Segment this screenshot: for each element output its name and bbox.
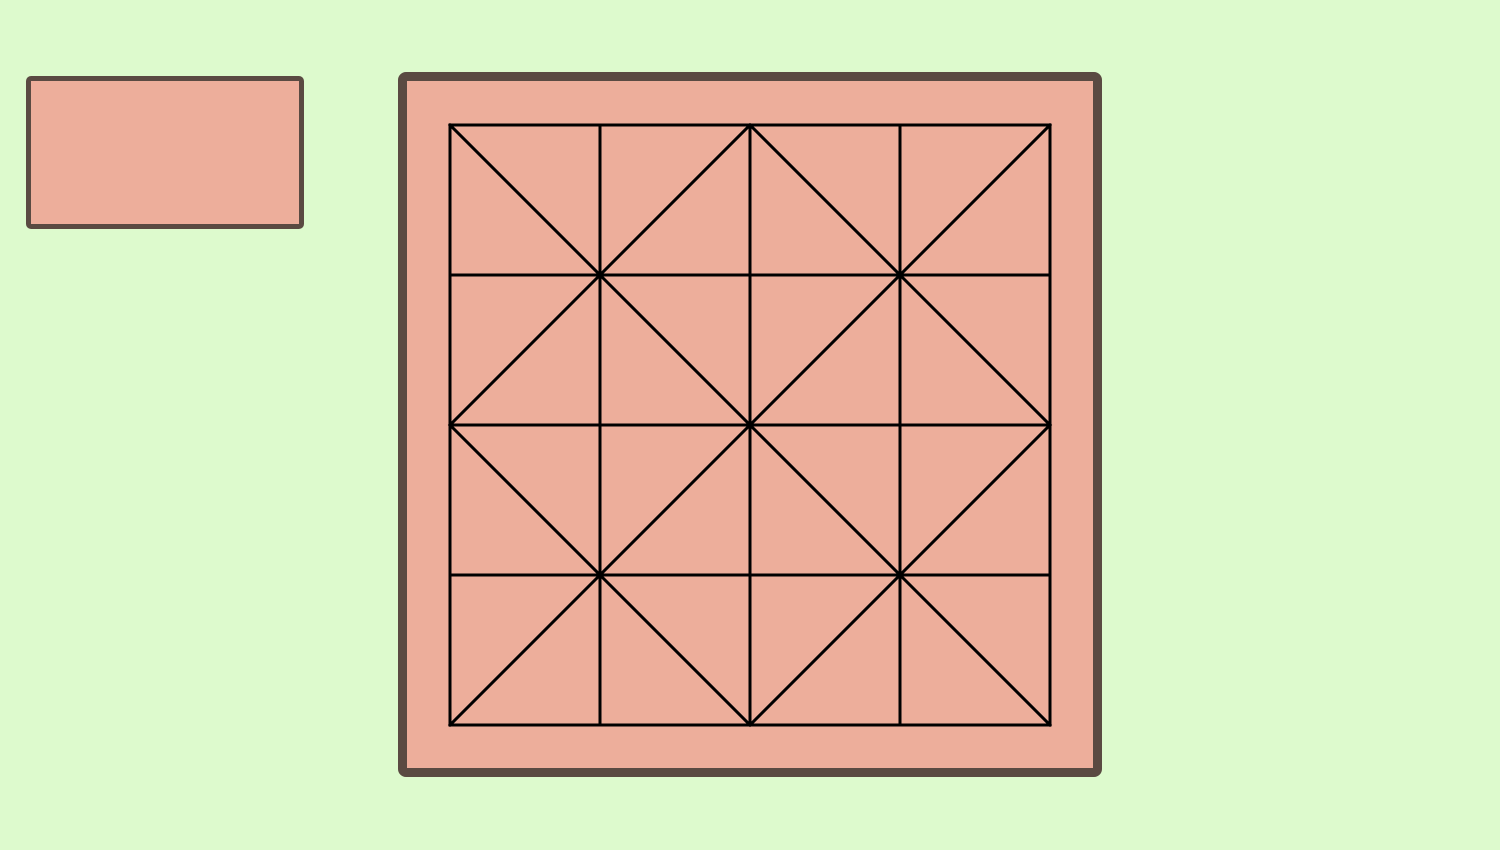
board-point[interactable] bbox=[886, 561, 914, 589]
grid-diagonal bbox=[597, 272, 753, 428]
board-point[interactable] bbox=[1036, 561, 1064, 589]
grid-diagonal bbox=[447, 272, 603, 428]
grid-diagonal bbox=[897, 572, 1053, 728]
board-point[interactable] bbox=[436, 711, 464, 739]
grid-diagonal bbox=[447, 122, 603, 278]
grid-diagonal bbox=[597, 572, 753, 728]
board-point[interactable] bbox=[886, 111, 914, 139]
board-point[interactable] bbox=[586, 411, 614, 439]
grid-diagonal bbox=[747, 272, 903, 428]
board-point[interactable] bbox=[736, 411, 764, 439]
board-point[interactable] bbox=[886, 711, 914, 739]
board-point[interactable] bbox=[1036, 111, 1064, 139]
grid-diagonal bbox=[897, 122, 1053, 278]
grid-diagonal bbox=[747, 422, 903, 578]
board-point[interactable] bbox=[886, 411, 914, 439]
grid-diagonal bbox=[597, 122, 753, 278]
status-panel bbox=[26, 76, 304, 229]
board-point[interactable] bbox=[1036, 711, 1064, 739]
board-point[interactable] bbox=[736, 561, 764, 589]
board-point[interactable] bbox=[436, 111, 464, 139]
board-point[interactable] bbox=[436, 411, 464, 439]
board-point[interactable] bbox=[586, 561, 614, 589]
board-point[interactable] bbox=[1036, 261, 1064, 289]
board-point[interactable] bbox=[436, 561, 464, 589]
board-point[interactable] bbox=[1036, 411, 1064, 439]
board-point[interactable] bbox=[886, 261, 914, 289]
grid-diagonal bbox=[897, 422, 1053, 578]
board-point[interactable] bbox=[436, 261, 464, 289]
board-point[interactable] bbox=[736, 111, 764, 139]
grid-diagonal bbox=[597, 422, 753, 578]
grid-diagonal bbox=[747, 122, 903, 278]
board-point[interactable] bbox=[586, 261, 614, 289]
board-point[interactable] bbox=[736, 711, 764, 739]
board-point[interactable] bbox=[736, 261, 764, 289]
grid-diagonal bbox=[447, 422, 603, 578]
grid-diagonal bbox=[447, 572, 603, 728]
board-point[interactable] bbox=[586, 111, 614, 139]
grid-diagonal bbox=[747, 572, 903, 728]
grid-diagonal bbox=[897, 272, 1053, 428]
board-point[interactable] bbox=[586, 711, 614, 739]
